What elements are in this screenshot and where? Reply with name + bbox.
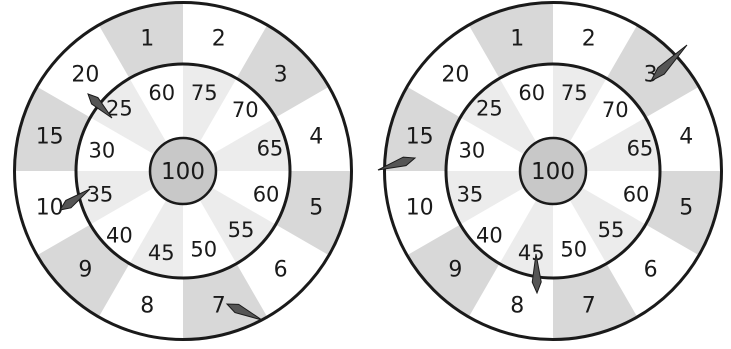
inner-label-70: 70 (232, 98, 259, 122)
inner-label-60: 60 (518, 81, 545, 105)
inner-label-35: 35 (457, 182, 484, 206)
inner-label-40: 40 (106, 224, 133, 248)
outer-label-1: 1 (510, 27, 524, 52)
inner-label-40: 40 (476, 224, 503, 248)
bullseye-label: 100 (161, 159, 205, 185)
outer-label-6: 6 (644, 258, 658, 283)
inner-label-30: 30 (88, 138, 115, 162)
outer-label-5: 5 (309, 196, 323, 221)
inner-label-50: 50 (190, 237, 217, 261)
inner-label-55: 55 (598, 218, 625, 242)
outer-label-4: 4 (679, 124, 693, 149)
inner-label-50: 50 (560, 237, 587, 261)
inner-label-35: 35 (87, 182, 114, 206)
outer-label-9: 9 (78, 258, 92, 283)
outer-label-10: 10 (406, 196, 434, 221)
inner-label-30: 30 (458, 138, 485, 162)
outer-label-10: 10 (36, 196, 64, 221)
outer-label-15: 15 (36, 124, 64, 149)
outer-label-5: 5 (679, 196, 693, 221)
outer-label-1: 1 (140, 27, 154, 52)
inner-label-60: 60 (253, 182, 280, 206)
outer-label-8: 8 (510, 293, 524, 318)
inner-label-25: 25 (476, 96, 503, 120)
inner-label-75: 75 (191, 81, 218, 105)
inner-label-60: 60 (623, 182, 650, 206)
outer-label-20: 20 (441, 62, 469, 87)
inner-label-45: 45 (518, 241, 545, 265)
outer-label-20: 20 (71, 62, 99, 87)
outer-label-15: 15 (406, 124, 434, 149)
bullseye-label: 100 (531, 159, 575, 185)
inner-label-75: 75 (561, 81, 588, 105)
inner-label-70: 70 (602, 98, 629, 122)
inner-label-65: 65 (627, 137, 654, 161)
outer-label-2: 2 (212, 27, 226, 52)
outer-label-7: 7 (582, 293, 596, 318)
inner-label-55: 55 (228, 218, 255, 242)
outer-label-7: 7 (212, 293, 226, 318)
outer-label-9: 9 (448, 258, 462, 283)
inner-label-60: 60 (148, 81, 175, 105)
inner-label-65: 65 (257, 137, 284, 161)
outer-label-4: 4 (309, 124, 323, 149)
outer-label-3: 3 (274, 62, 288, 87)
inner-label-45: 45 (148, 241, 175, 265)
outer-label-2: 2 (582, 27, 596, 52)
outer-label-8: 8 (140, 293, 154, 318)
outer-label-6: 6 (274, 258, 288, 283)
